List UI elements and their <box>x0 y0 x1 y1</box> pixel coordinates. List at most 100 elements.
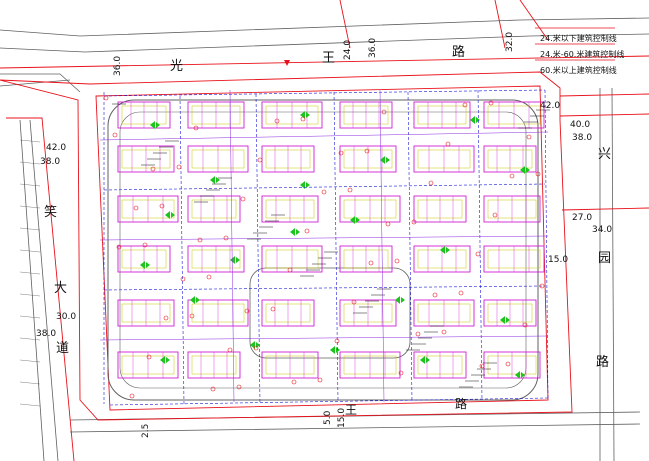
loop-outer <box>107 99 539 401</box>
road-edge-2 <box>0 79 71 87</box>
valve-circle <box>317 377 323 383</box>
valve-circle <box>291 379 297 385</box>
service-line-1 <box>99 235 549 241</box>
road-edge-8 <box>69 423 641 433</box>
west-road-char-1: 笑 <box>44 204 57 220</box>
north-road-char-2: 王 <box>322 51 335 66</box>
west-hatch <box>19 381 41 385</box>
dimension-labels: 36.0 24.0 36.0 32.0 42.0 40.0 38.0 27.0 … <box>36 32 612 438</box>
pipe-line-1 <box>544 89 549 401</box>
green-marker-17 <box>420 356 430 364</box>
green-marker-14 <box>230 256 240 264</box>
south-road-char-2: 路 <box>455 396 467 411</box>
valve-circle <box>411 219 417 225</box>
road-edge-9 <box>0 73 81 93</box>
valve-circle <box>129 393 135 399</box>
valve-circle <box>206 274 212 280</box>
boundary-line-6 <box>0 55 649 69</box>
west-hatch <box>19 315 41 319</box>
dim-west-1: 42.0 <box>46 143 66 153</box>
road-edge-6 <box>611 87 615 461</box>
control-line-legend: 24.米以下建筑控制线 24.米-60.米建筑控制线 60.米以上建筑控制线 <box>535 27 624 75</box>
valve-circle <box>381 109 387 115</box>
road-edge-3 <box>19 119 45 461</box>
dim-north-4: 32.0 <box>505 32 515 52</box>
green-marker-0 <box>150 121 160 129</box>
dim-north-3: 36.0 <box>368 38 378 58</box>
valve-circle <box>176 164 182 170</box>
pipe-line-7 <box>407 91 413 403</box>
internal-road-loop <box>107 99 539 401</box>
legend-item-mid: 24.米-60.米建筑控制线 <box>540 49 624 59</box>
boundary-line-5 <box>561 207 649 211</box>
valve-circle <box>351 299 357 305</box>
valve-circle <box>142 242 148 248</box>
service-line-0 <box>99 131 549 141</box>
green-marker-13 <box>500 316 510 324</box>
dim-east-2: 40.0 <box>570 120 590 130</box>
pipe-line-5 <box>255 93 261 405</box>
valve-circle <box>415 331 421 337</box>
valve-circle <box>180 276 186 282</box>
boundary-line-8 <box>494 0 506 49</box>
green-marker-2 <box>300 181 310 189</box>
pipe-line-10 <box>103 285 546 291</box>
valve-circle <box>479 363 485 369</box>
valve-circle <box>394 258 400 264</box>
valve-circle <box>304 228 310 234</box>
valve-circle <box>223 235 229 241</box>
valve-circle <box>253 345 259 351</box>
valve-circle <box>488 100 494 106</box>
valve-circle <box>445 141 451 147</box>
pipe-line-9 <box>103 183 546 191</box>
building-blocks <box>117 101 545 379</box>
dim-west-2: 38.0 <box>40 157 60 167</box>
boundary-line-0 <box>0 71 573 421</box>
green-marker-7 <box>160 356 170 364</box>
loop-center <box>249 267 411 359</box>
dim-south-3: 15.0 <box>337 408 347 428</box>
valve-circle <box>257 157 263 163</box>
valve-circle <box>189 313 195 319</box>
dim-east-3: 38.0 <box>572 133 592 143</box>
valve-circle <box>146 354 152 360</box>
green-marker-16 <box>350 216 360 224</box>
valve-circle <box>103 95 109 101</box>
boundary-line-9 <box>519 0 549 41</box>
valve-circle <box>197 237 203 243</box>
valve-circle <box>492 212 498 218</box>
dim-east-5: 34.0 <box>592 225 612 235</box>
dim-north-2: 24.0 <box>343 40 353 60</box>
valve-circle <box>385 221 391 227</box>
valve-circle <box>522 322 528 328</box>
green-marker-18 <box>515 371 525 379</box>
valve-circle <box>347 187 353 193</box>
valve-circle <box>287 267 293 273</box>
pipe-line-2 <box>103 89 546 97</box>
north-road-char-1: 光 <box>170 59 183 74</box>
valve-circle <box>462 102 468 108</box>
road-name-labels: 光 王 路 兴 园 路 笑 大 道 王 路 <box>44 44 611 417</box>
dim-south-1: 2.5 <box>141 424 151 438</box>
road-lines <box>0 17 649 461</box>
north-road-char-3: 路 <box>452 44 465 60</box>
valve-circle <box>364 148 370 154</box>
service-line-4 <box>379 89 385 403</box>
green-marker-6 <box>190 296 200 304</box>
road-edge-4 <box>29 119 59 461</box>
green-marker-4 <box>330 346 340 354</box>
dim-south-2: 5.0 <box>323 410 333 425</box>
valve-circle <box>398 370 404 376</box>
pipe-line-4 <box>179 95 185 405</box>
valve-circle <box>368 260 374 266</box>
valve-circle <box>150 166 156 172</box>
valve-circle <box>116 244 122 250</box>
valve-circle <box>432 292 438 298</box>
west-road-char-2: 大 <box>54 281 67 296</box>
green-marker-12 <box>395 296 405 304</box>
west-hatch <box>19 139 41 143</box>
west-hatch <box>19 337 41 341</box>
valve-circle <box>334 338 340 344</box>
north-marker-icon <box>284 60 290 66</box>
